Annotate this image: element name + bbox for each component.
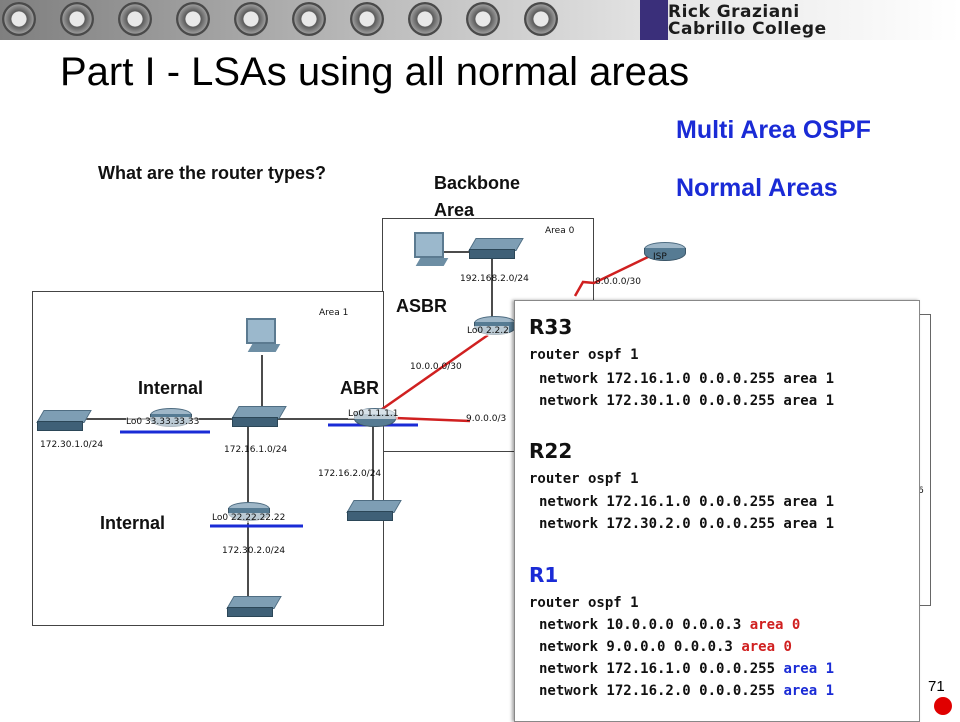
- config-r33-heading: R33: [529, 315, 573, 339]
- school-logo: Rick Graziani Cabrillo College: [668, 2, 928, 39]
- config-r1-line: network 172.16.1.0 0.0.0.255 area 1: [539, 661, 835, 677]
- loopback-label: Lo0 1.1.1.1: [348, 409, 399, 419]
- config-r1-line: network 172.16.2.0 0.0.0.255 area 1: [539, 683, 835, 699]
- page-title: Part I - LSAs using all normal areas: [60, 50, 690, 94]
- hidden-area-border: [918, 314, 931, 606]
- network-label: 9.0.0.0/3: [466, 414, 507, 424]
- header-banner: Rick Graziani Cabrillo College: [0, 0, 960, 40]
- link-r1-r3-red: [394, 416, 471, 423]
- loopback-label: Lo0 33.33.33.33: [126, 417, 200, 427]
- network-label: 172.30.1.0/24: [40, 440, 104, 450]
- config-r1-cmd: router ospf 1: [529, 595, 639, 611]
- config-r22-line: network 172.30.2.0 0.0.0.255 area 1: [539, 516, 835, 532]
- pc-icon[interactable]: [412, 232, 449, 270]
- network-label: 10.0.0.0/30: [410, 362, 462, 372]
- gear-icon: [408, 2, 442, 36]
- network-label-fragment: 6: [918, 486, 924, 496]
- gear-icon: [118, 2, 152, 36]
- network-label: 192.168.2.0/24: [460, 274, 529, 284]
- router-isp-icon[interactable]: [644, 242, 686, 264]
- switch-icon[interactable]: [231, 406, 287, 427]
- switch-icon[interactable]: [36, 410, 92, 431]
- config-r22-heading: R22: [529, 439, 573, 463]
- logo-line-1: Rick Graziani: [668, 2, 800, 22]
- loopback-label: Lo0 2.2.2: [467, 326, 509, 336]
- config-panel: R33 router ospf 1 network 172.16.1.0 0.0…: [514, 300, 920, 722]
- switch-icon[interactable]: [346, 500, 402, 521]
- config-r33-line: network 172.30.1.0 0.0.0.255 area 1: [539, 393, 835, 409]
- subtitle-multi-area: Multi Area OSPF: [676, 116, 871, 144]
- subtitle-normal-areas: Normal Areas: [676, 174, 838, 202]
- role-asbr: ASBR: [396, 296, 448, 316]
- config-r22-line: network 172.16.1.0 0.0.0.255 area 1: [539, 494, 835, 510]
- logo-mark: [640, 0, 668, 40]
- role-internal-r33: Internal: [138, 378, 204, 398]
- config-r22-cmd: router ospf 1: [529, 471, 639, 487]
- switch-icon[interactable]: [468, 238, 524, 259]
- gear-icon: [60, 2, 94, 36]
- network-label: 172.30.2.0/24: [222, 546, 286, 556]
- config-r33-line: network 172.16.1.0 0.0.0.255 area 1: [539, 371, 835, 387]
- gear-icon: [234, 2, 268, 36]
- config-r1-heading: R1: [529, 563, 559, 587]
- network-label: 8.0.0.0/30: [595, 277, 641, 287]
- pc-icon[interactable]: [244, 318, 281, 356]
- link-r1-r2-red: [377, 333, 489, 414]
- network-label: 172.16.2.0/24: [318, 469, 382, 479]
- switch-icon[interactable]: [226, 596, 282, 617]
- isp-label: ISP: [653, 252, 667, 262]
- loopback-label: Lo0 22.22.22.22: [212, 513, 286, 523]
- gear-icon: [524, 2, 558, 36]
- area1-box: [32, 291, 384, 626]
- config-r1-line: network 9.0.0.0 0.0.0.3 area 0: [539, 639, 792, 655]
- config-r33-cmd: router ospf 1: [529, 347, 639, 363]
- logo-line-2: Cabrillo College: [668, 19, 827, 39]
- role-abr: ABR: [340, 378, 379, 398]
- backbone-label: Backbone Area: [434, 173, 521, 220]
- slide-number: 71: [928, 678, 945, 695]
- gear-icon: [176, 2, 210, 36]
- question-text: What are the router types?: [98, 163, 327, 183]
- area0-label: Area 0: [545, 226, 575, 236]
- gear-icon: [292, 2, 326, 36]
- area1-label: Area 1: [319, 308, 349, 318]
- gear-icon: [2, 2, 36, 36]
- record-dot-icon: [934, 697, 952, 715]
- gear-icon: [466, 2, 500, 36]
- network-label: 172.16.1.0/24: [224, 445, 288, 455]
- config-r1-line: network 10.0.0.0 0.0.0.3 area 0: [539, 617, 801, 633]
- gear-icon: [350, 2, 384, 36]
- role-internal-r22: Internal: [100, 513, 166, 533]
- link-isp-red: [573, 254, 651, 297]
